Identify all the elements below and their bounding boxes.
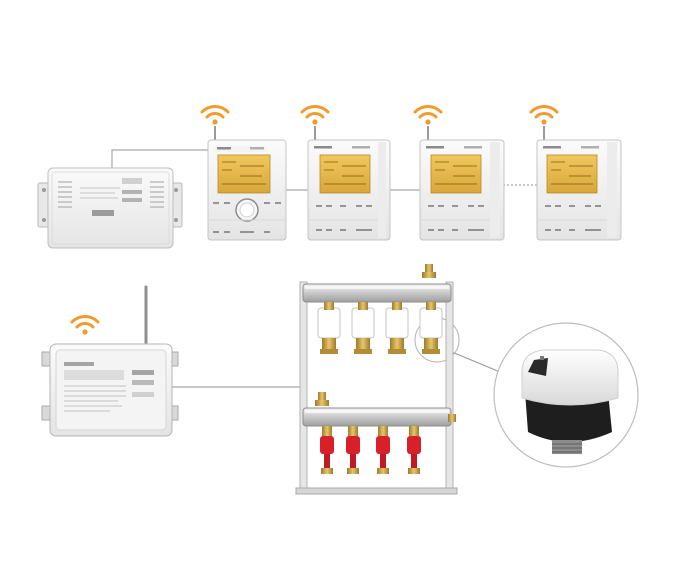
- lcd-display: [319, 154, 371, 194]
- valve-row: [320, 426, 421, 474]
- lcd-display: [430, 154, 482, 194]
- wiring-controller: [37, 167, 183, 249]
- red-valve: [320, 426, 334, 474]
- thermostat-button: [536, 126, 622, 241]
- thermostat-button: [419, 126, 505, 241]
- wifi-icon: [413, 105, 443, 125]
- bus-line-controller-to-thermostat: [111, 149, 210, 168]
- actuator: [317, 302, 341, 354]
- actuator-row: [317, 302, 443, 354]
- wireless-gateway: [41, 285, 179, 437]
- actuator: [351, 302, 375, 354]
- brand-logo: [92, 210, 114, 216]
- actuator: [385, 302, 409, 354]
- wifi-icon: [300, 105, 330, 125]
- wifi-icon: [70, 315, 100, 335]
- red-valve: [346, 426, 360, 474]
- red-valve: [376, 426, 390, 474]
- lcd-display: [546, 154, 598, 194]
- manifold-assembly: [295, 264, 458, 495]
- red-valve: [407, 426, 421, 474]
- thermostat-dial: [207, 126, 287, 241]
- actuator-closeup: [493, 322, 639, 468]
- wifi-icon: [529, 105, 559, 125]
- wifi-icon: [200, 105, 230, 125]
- lcd-display: [217, 154, 271, 194]
- zoom-leader-line: [451, 351, 501, 373]
- thermostat-button: [307, 126, 391, 241]
- actuator: [419, 302, 443, 354]
